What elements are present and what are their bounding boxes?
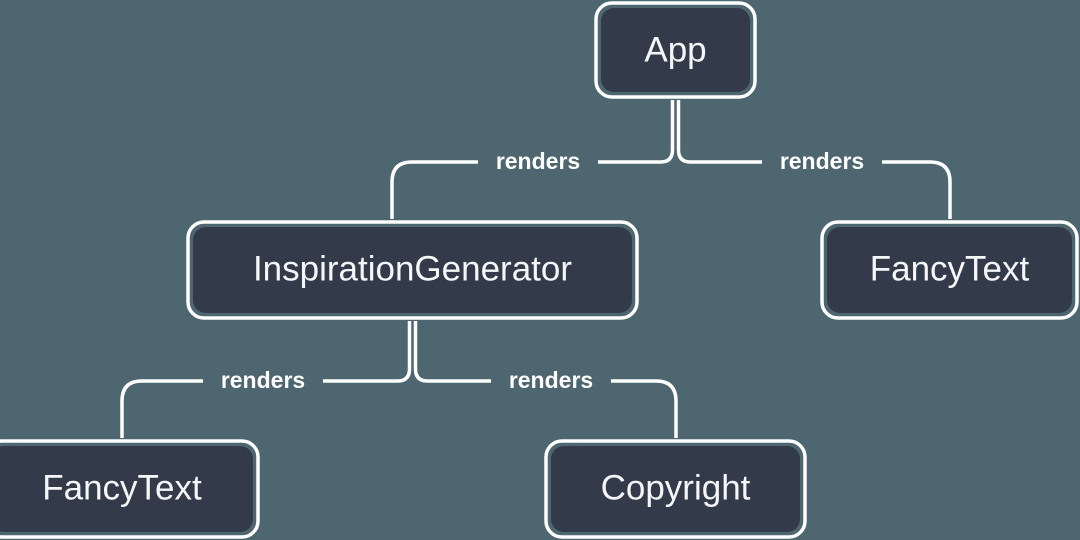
node-fancytext-bottom[interactable]: FancyText [0,438,261,540]
node-outline [820,220,1079,320]
node-background [601,8,750,92]
node-label: InspirationGenerator [253,249,572,288]
node-outline [544,439,807,539]
edge-label-inspiration-generator-to-fancytext-bottom: renders [203,365,323,396]
edge-label-backdrop [762,146,882,177]
node-label: Copyright [601,468,751,507]
node-background [827,227,1072,313]
node-inspiration-generator[interactable]: InspirationGenerator [185,219,640,321]
edge-label-layer: renders renders renders renders [203,146,882,396]
node-outline [186,220,639,320]
node-app[interactable]: App [593,0,758,100]
edge-label-backdrop [491,365,611,396]
edge-label-app-to-fancytext-right: renders [762,146,882,177]
edge-label-text: renders [509,367,593,393]
edge-label-text: renders [780,148,864,174]
node-label: App [644,30,706,69]
edge-label-app-to-inspiration-generator: renders [478,146,598,177]
node-label: FancyText [870,249,1030,288]
node-background [551,446,800,532]
node-fancytext-right[interactable]: FancyText [819,219,1080,321]
node-label: FancyText [42,468,202,507]
edge-label-backdrop [478,146,598,177]
node-outline [0,439,260,539]
edge-label-text: renders [496,148,580,174]
edge-label-backdrop [203,365,323,396]
node-outline [594,1,757,99]
edge-label-inspiration-generator-to-copyright: renders [491,365,611,396]
node-copyright[interactable]: Copyright [543,438,808,540]
edge-label-text: renders [221,367,305,393]
node-background [0,446,253,532]
node-background [193,227,632,313]
